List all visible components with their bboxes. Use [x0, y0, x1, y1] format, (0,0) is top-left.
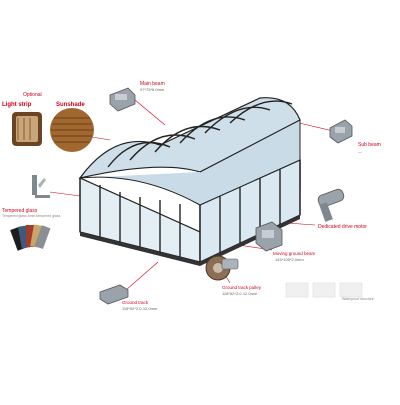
moving-beam-profile	[255, 221, 283, 252]
sub-beam-profile	[329, 119, 353, 144]
light-strip-thumbnail	[12, 112, 42, 146]
sunshade-thumbnail	[50, 108, 94, 152]
pulley-wheel	[205, 255, 239, 281]
bottom-right-note: Waterproof structure	[342, 297, 374, 301]
ground-track-spec: 118*52*2.0-12.0mm	[122, 306, 158, 311]
detail-thumbnails	[285, 282, 363, 298]
tempered-glass-label: Tempered glass	[2, 208, 38, 214]
sunshade-label: Sunshade	[56, 102, 85, 108]
main-beam-profile	[109, 87, 136, 112]
sub-beam-label: Sub beam	[358, 142, 381, 148]
ground-track-profile	[99, 284, 129, 305]
tempered-glass-spec: Tempered glass 5mm tempered glass	[2, 214, 61, 218]
ground-pulley-spec: 118*52*2.0-12.0mm	[222, 291, 258, 296]
moving-beam-label: Moving ground beam	[273, 251, 316, 256]
drive-motor-label: Dedicated drive motor	[318, 224, 367, 230]
ground-track-label: Ground track	[122, 300, 149, 305]
moving-beam-spec: 145*105*2.0mm	[275, 257, 304, 262]
glass-clamp	[32, 175, 50, 198]
main-beam-label: Main beam	[140, 81, 165, 87]
light-strip-label: Light strip	[2, 102, 32, 108]
sub-beam-spec: —	[358, 149, 362, 154]
main-beam-spec: 97*75*6.0mm	[140, 87, 165, 92]
ground-pulley-label: Ground track pulley	[222, 285, 262, 290]
color-swatches	[10, 224, 51, 251]
retractable-enclosure	[78, 97, 301, 266]
optional-label: Optional	[23, 92, 42, 98]
leader-main-beam	[134, 99, 166, 126]
drive-motor	[317, 188, 345, 222]
